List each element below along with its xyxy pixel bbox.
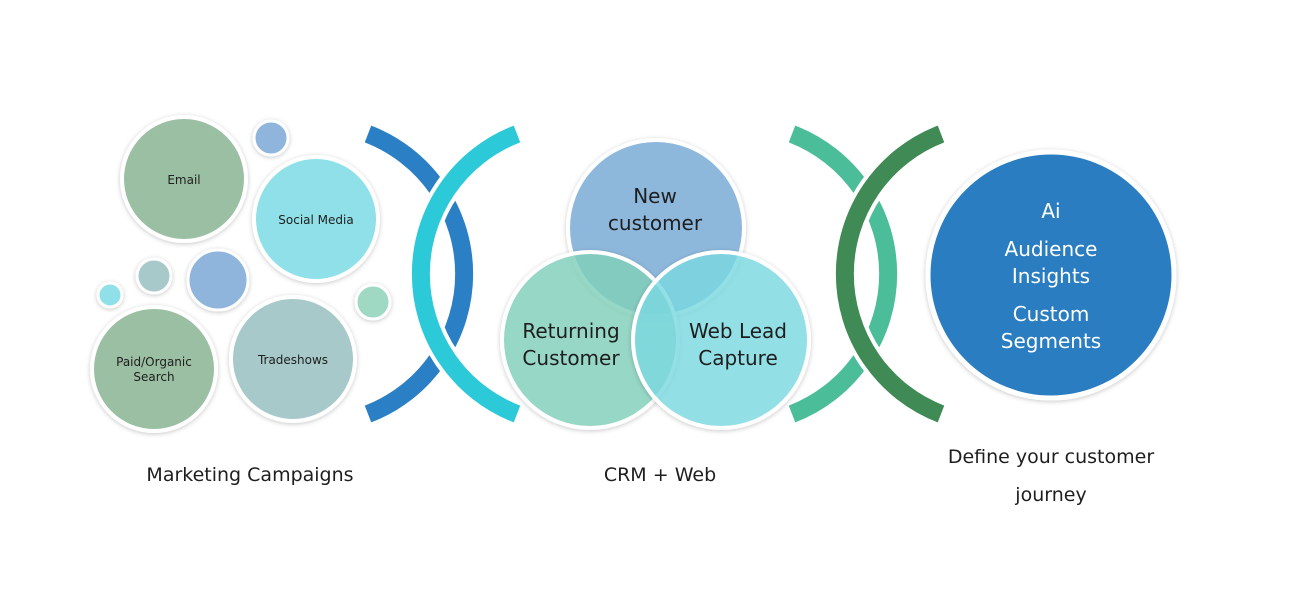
cyan-left-arc-fill xyxy=(411,125,521,423)
email-label: Email xyxy=(167,173,200,187)
crm-venn: New customer Returning Customer Web Lead… xyxy=(500,138,811,430)
insights-label: Insights xyxy=(1012,264,1090,288)
new-customer-label-line2: customer xyxy=(608,211,703,235)
journey-group: Ai Audience Insights Custom Segments xyxy=(925,149,1177,401)
journey-caption-line2: journey xyxy=(1015,484,1087,506)
paid-organic-label-line1: Paid/Organic xyxy=(116,355,192,369)
crm-web-caption: CRM + Web xyxy=(603,464,717,486)
new-customer-label-line1: New xyxy=(633,184,677,208)
medium-blue-bubble xyxy=(186,248,250,312)
small-mint-bubble xyxy=(354,283,392,321)
bracket-arcs xyxy=(363,121,946,427)
social-media-bubble xyxy=(252,155,380,283)
small-blue-bubble-top xyxy=(252,119,290,157)
paid-organic-bubble xyxy=(90,305,218,433)
marketing-bubbles: Email Social Media Paid/Organic Search T… xyxy=(90,115,392,433)
small-grey-bubble xyxy=(135,257,173,295)
custom-label: Custom xyxy=(1013,302,1090,326)
audience-label: Audience xyxy=(1005,237,1098,261)
web-lead-label-line1: Web Lead xyxy=(689,319,787,343)
segments-label: Segments xyxy=(1001,329,1101,353)
small-cyan-bubble xyxy=(96,281,124,309)
ai-label: Ai xyxy=(1041,199,1060,223)
email-bubble xyxy=(120,115,248,243)
green-right-arc-fill xyxy=(788,125,898,423)
journey-caption-line1: Define your customer xyxy=(947,446,1155,468)
web-lead-capture-circle xyxy=(631,250,811,430)
ai-insights-circle xyxy=(925,149,1177,401)
marketing-campaigns-caption: Marketing Campaigns xyxy=(146,464,354,486)
blue-right-arc-fill xyxy=(364,125,474,423)
tradeshows-bubble xyxy=(229,295,357,423)
returning-customer-label-line2: Customer xyxy=(522,346,620,370)
social-media-label: Social Media xyxy=(278,213,353,227)
journey-caption: Define your customer journey xyxy=(900,438,1202,514)
web-lead-label-line2: Capture xyxy=(698,346,778,370)
tradeshows-label: Tradeshows xyxy=(257,353,328,367)
paid-organic-label-line2: Search xyxy=(133,370,174,384)
returning-customer-label-line1: Returning xyxy=(522,319,619,343)
dark-green-left-arc-fill xyxy=(835,125,945,423)
